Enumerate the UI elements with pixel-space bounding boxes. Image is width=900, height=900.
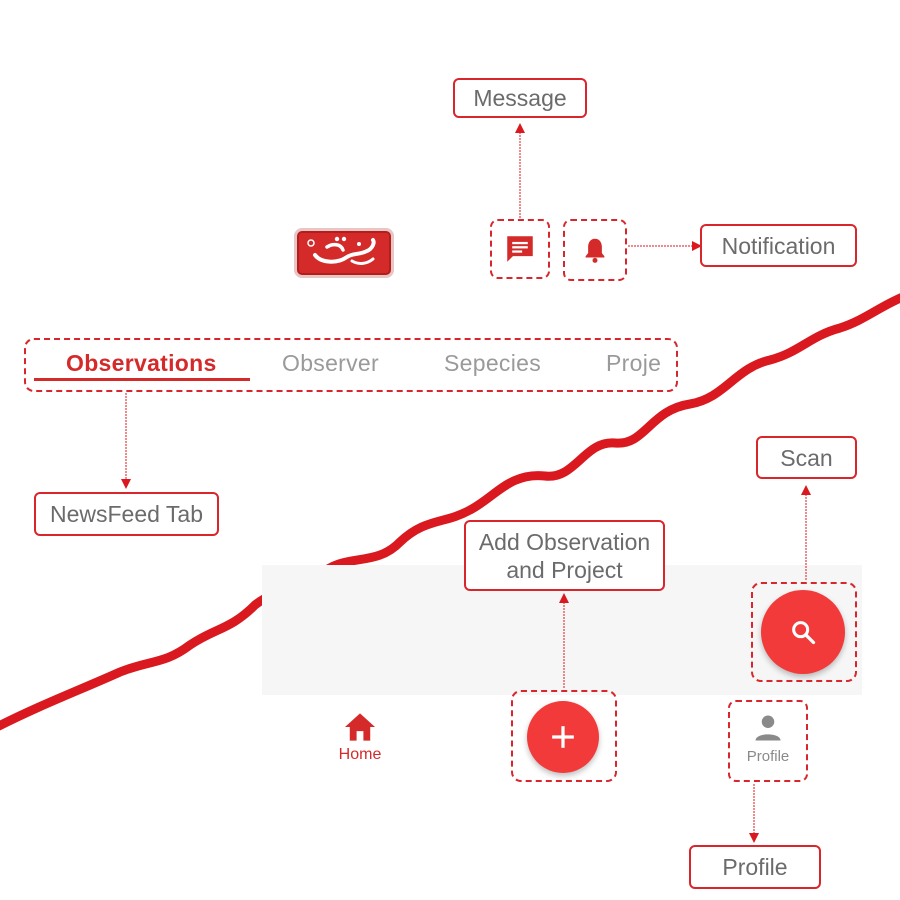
tab-projects[interactable]: Proje — [606, 350, 662, 376]
callout-profile: Profile — [689, 845, 821, 889]
add-observation-button[interactable] — [527, 701, 599, 773]
notification-button[interactable] — [563, 219, 627, 281]
nav-profile-label: Profile — [746, 748, 790, 765]
callout-add-line-2: and Project — [506, 556, 623, 583]
scan-button[interactable] — [761, 590, 845, 674]
callout-newsfeed-tab: NewsFeed Tab — [34, 492, 219, 536]
active-tab-indicator — [34, 378, 250, 381]
callout-scan: Scan — [756, 436, 857, 479]
nav-home[interactable]: Home — [320, 712, 400, 772]
bell-icon — [585, 238, 605, 263]
tab-observer[interactable]: Observer — [282, 350, 379, 376]
add-button-frame — [511, 690, 617, 782]
person-icon — [755, 715, 781, 741]
nav-home-label: Home — [338, 746, 382, 763]
callout-add-observation: Add Observation and Project — [464, 520, 665, 591]
tab-observations[interactable]: Observations — [66, 350, 217, 376]
home-icon — [345, 713, 375, 741]
callout-add-line-1: Add Observation — [478, 528, 651, 555]
search-icon — [792, 621, 816, 645]
plus-icon — [552, 726, 574, 748]
callout-notification: Notification — [700, 224, 857, 267]
tab-species[interactable]: Sepecies — [444, 350, 542, 376]
app-logo — [294, 228, 394, 278]
message-icon — [507, 236, 533, 262]
scan-button-frame — [751, 582, 857, 682]
message-button[interactable] — [490, 219, 550, 279]
nav-profile[interactable]: Profile — [728, 700, 808, 782]
callout-message: Message — [453, 78, 587, 118]
newsfeed-tabs: Observations Observer Sepecies Proje — [24, 338, 678, 392]
